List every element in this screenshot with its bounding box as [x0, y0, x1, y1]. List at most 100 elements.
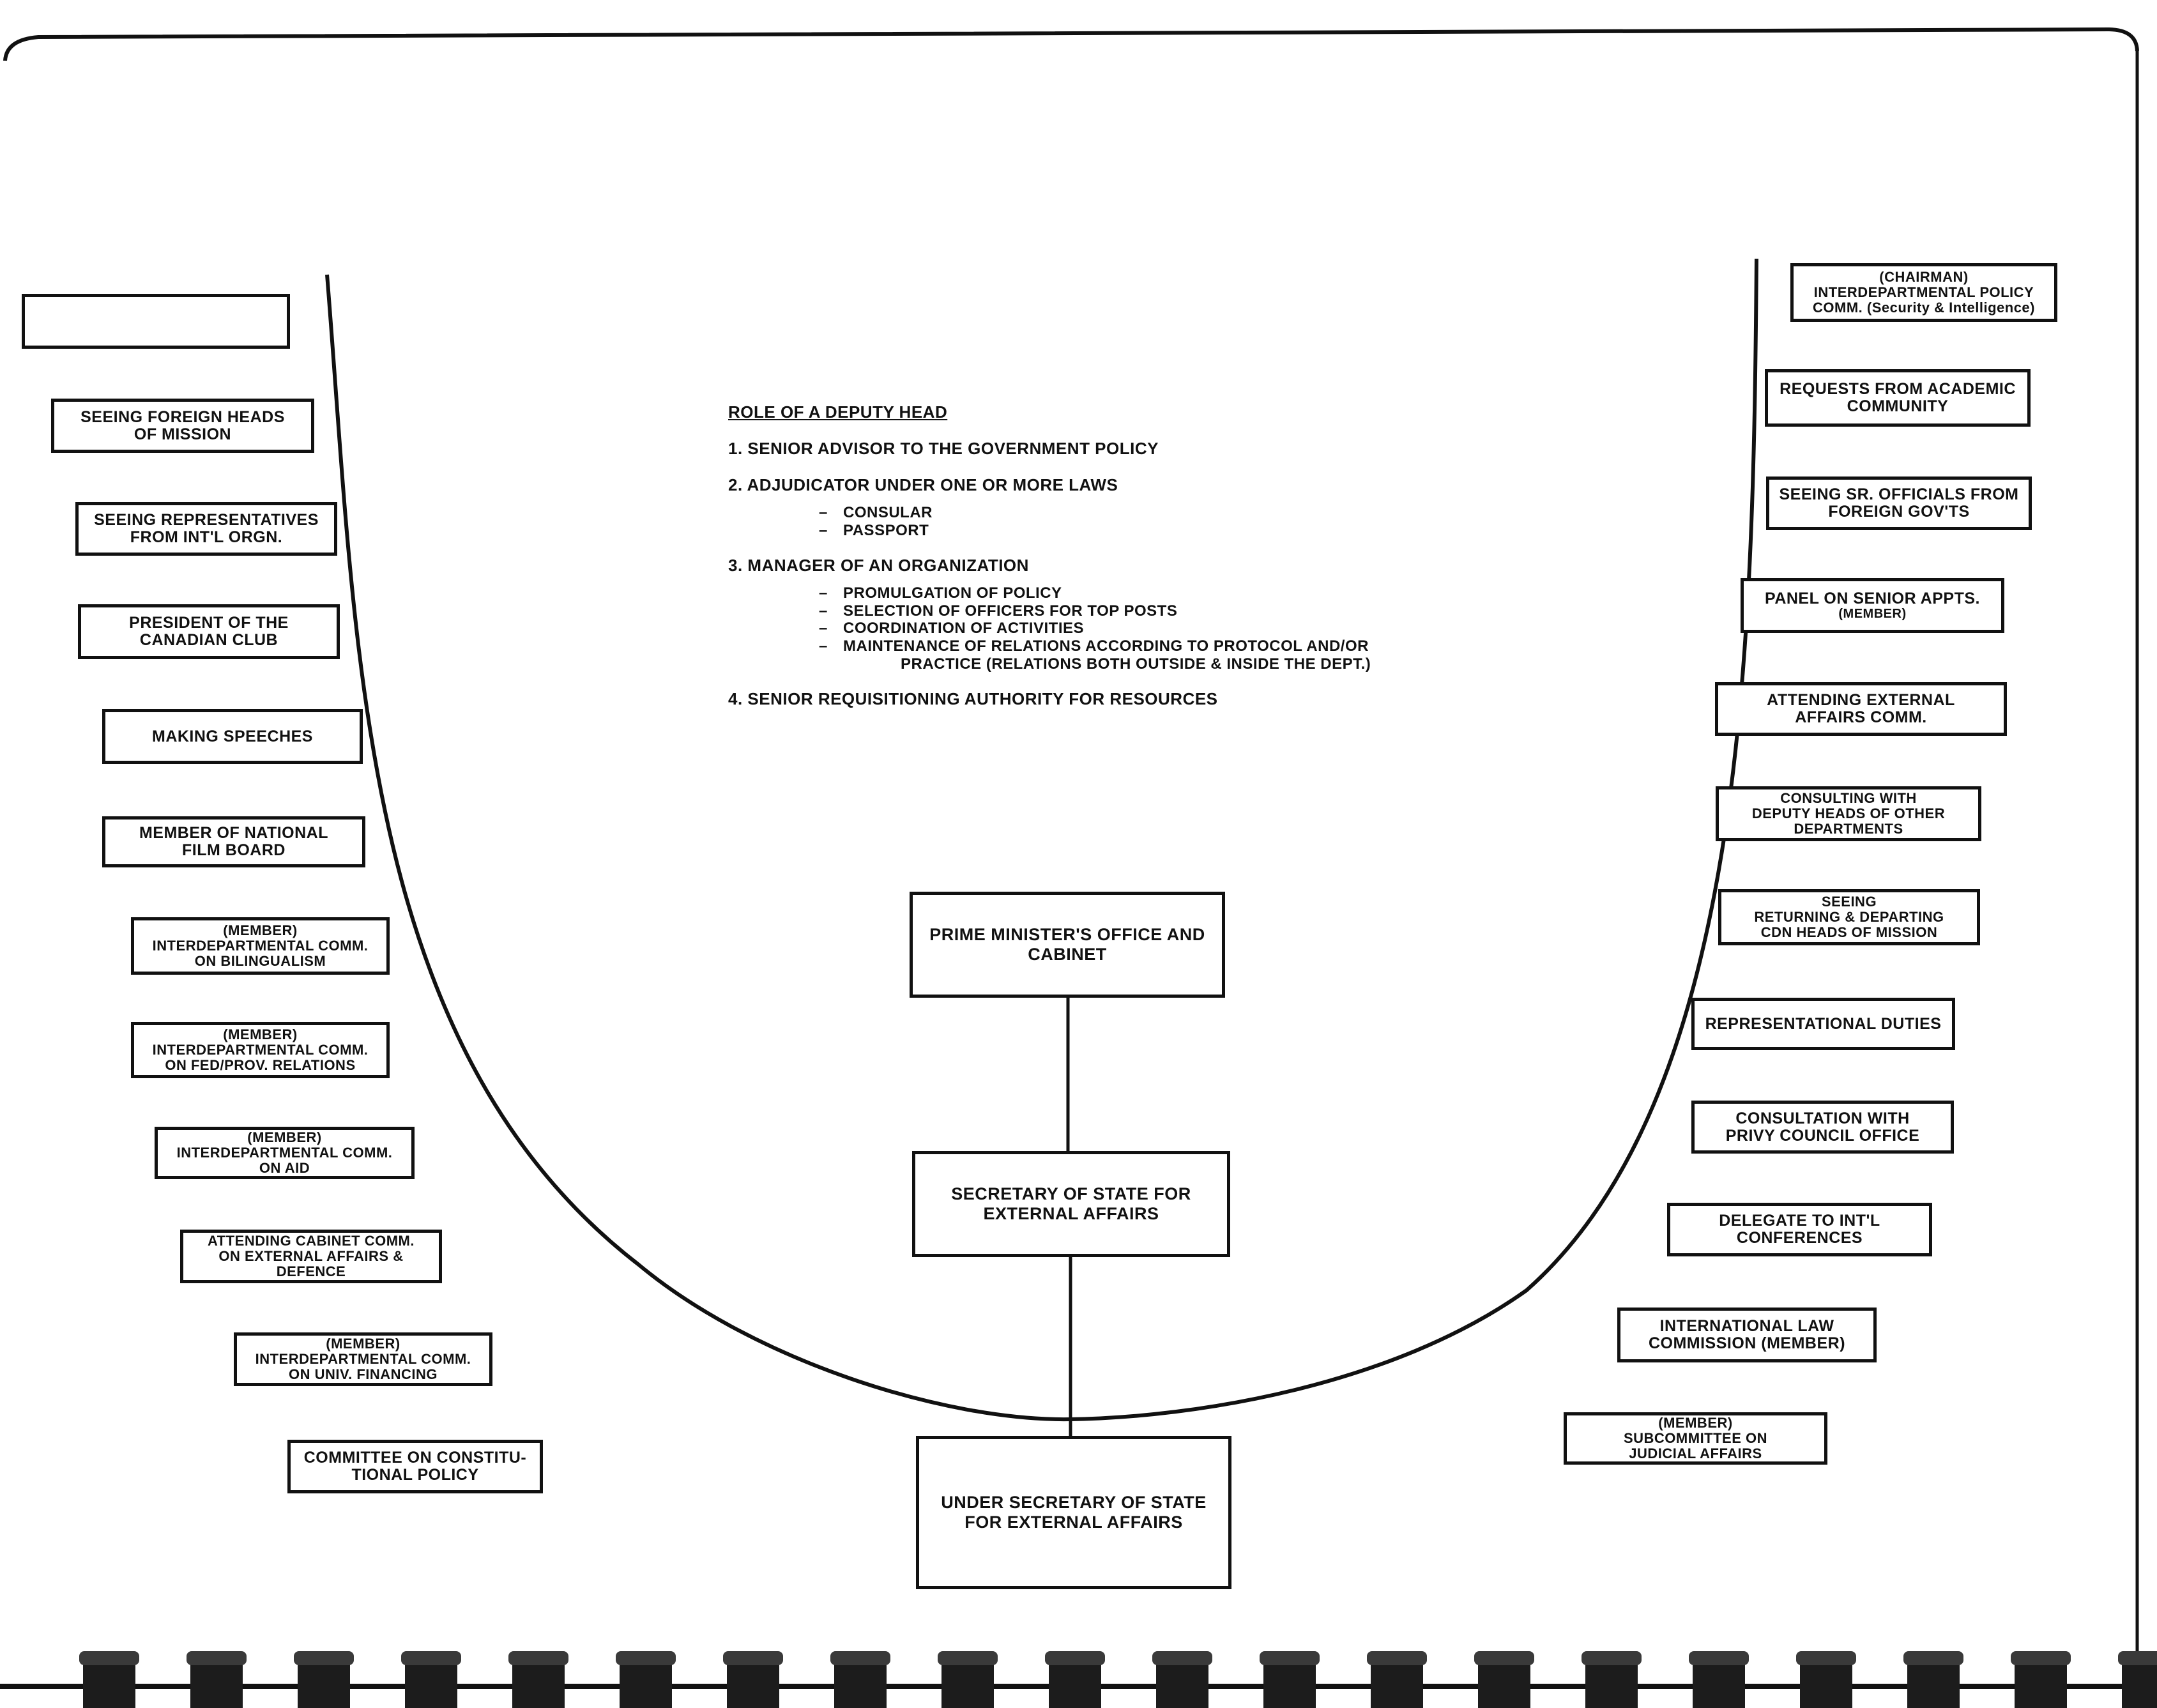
box-line: COMM. (Security & Intelligence) [1813, 299, 2035, 316]
box-line: CANADIAN CLUB [139, 631, 278, 649]
box-line: (CHAIRMAN) [1879, 269, 1969, 286]
box-line: OF MISSION [133, 425, 232, 443]
binder-ring [616, 1651, 676, 1708]
box-line: SEEING FOREIGN HEADS [80, 408, 285, 426]
role-title: ROLE OF A DEPUTY HEAD [728, 402, 948, 422]
right-box-interdepartmental-policy: (CHAIRMAN) INTERDEPARTMENTAL POLICY COMM… [1790, 263, 2057, 322]
box-line: SEEING REPRESENTATIVES [94, 511, 319, 529]
left-box-cabinet-comm: ATTENDING CABINET COMM. ON EXTERNAL AFFA… [180, 1230, 442, 1283]
box-line: SEEING SR. OFFICIALS FROM [1779, 485, 2019, 503]
role-item-4: 4. SENIOR REQUISITIONING AUTHORITY FOR R… [728, 689, 1218, 709]
left-box-seeing-foreign-heads: SEEING FOREIGN HEADS OF MISSION [51, 399, 314, 453]
box-line: ON FED/PROV. RELATIONS [165, 1056, 356, 1073]
binder-ring [1689, 1651, 1749, 1708]
box-line: DEPUTY HEADS OF OTHER [1751, 805, 1946, 822]
box-line: SUBCOMMITTEE ON [1623, 1430, 1768, 1447]
box-line: FOR EXTERNAL AFFAIRS [964, 1513, 1183, 1532]
right-box-panel-senior-appts: PANEL ON SENIOR APPTS. (MEMBER) [1741, 578, 2004, 633]
right-box-representational-duties: REPRESENTATIONAL DUTIES [1691, 998, 1955, 1050]
box-line: MAKING SPEECHES [152, 727, 313, 745]
right-box-academic-community: REQUESTS FROM ACADEMIC COMMUNITY [1765, 369, 2031, 427]
box-line: (MEMBER) [1658, 1415, 1733, 1431]
binder-ring [79, 1651, 139, 1708]
box-line: RETURNING & DEPARTING [1754, 909, 1944, 926]
role-item-3: 3. MANAGER OF AN ORGANIZATION [728, 556, 1029, 576]
box-line: PRIME MINISTER'S OFFICE AND [929, 924, 1205, 944]
box-line: JUDICIAL AFFAIRS [1629, 1445, 1762, 1461]
box-line: PRIVY COUNCIL OFFICE [1725, 1126, 1920, 1145]
box-line: INTERDEPARTMENTAL COMM. [176, 1145, 393, 1161]
box-line: INTERNATIONAL LAW [1659, 1317, 1834, 1335]
box-line: CDN HEADS OF MISSION [1760, 924, 1938, 940]
box-line: SECRETARY OF STATE FOR [951, 1184, 1191, 1203]
box-line: PANEL ON SENIOR APPTS. [1765, 589, 1980, 607]
left-box-comm-univ-financing: (MEMBER) INTERDEPARTMENTAL COMM. ON UNIV… [234, 1332, 492, 1386]
left-box-canadian-club: PRESIDENT OF THE CANADIAN CLUB [78, 604, 340, 659]
binder-ring [2118, 1651, 2157, 1708]
box-line: INTERDEPARTMENTAL COMM. [255, 1351, 471, 1368]
box-line: MEMBER OF NATIONAL [139, 824, 328, 842]
left-box-making-speeches: MAKING SPEECHES [102, 709, 363, 764]
role-sub-item: PROMULGATION OF POLICY [819, 584, 1482, 602]
box-line: INTERDEPARTMENTAL COMM. [152, 1042, 369, 1058]
empty-box [22, 294, 290, 349]
box-line: CONSULTING WITH [1780, 790, 1917, 807]
box-line: COMMISSION (MEMBER) [1648, 1334, 1846, 1352]
box-line: ON BILINGUALISM [194, 952, 326, 969]
sheet-top-border [3, 27, 2139, 61]
box-line: (MEMBER) [1838, 606, 1907, 621]
role-sub-item: CONSULAR [819, 504, 1482, 522]
role-of-deputy-head: ROLE OF A DEPUTY HEAD 1. SENIOR ADVISOR … [728, 402, 1482, 709]
box-line: FOREIGN GOV'TS [1828, 503, 1970, 521]
role-sub-item: PRACTICE (RELATIONS BOTH OUTSIDE & INSID… [901, 655, 1371, 673]
box-line: FILM BOARD [182, 841, 286, 859]
role-item-2-subs: CONSULAR PASSPORT [819, 504, 1482, 540]
box-line: DELEGATE TO INT'L [1719, 1212, 1880, 1230]
box-line: FROM INT'L ORGN. [130, 528, 283, 546]
binder-ring [1474, 1651, 1534, 1708]
box-line: EXTERNAL AFFAIRS [983, 1204, 1159, 1223]
box-line: SEEING [1821, 894, 1877, 910]
right-box-privy-council: CONSULTATION WITH PRIVY COUNCIL OFFICE [1691, 1101, 1954, 1154]
binder-ring [2011, 1651, 2071, 1708]
box-line: REPRESENTATIONAL DUTIES [1705, 1014, 1942, 1033]
box-line: PRESIDENT OF THE [129, 614, 289, 632]
left-box-comm-bilingualism: (MEMBER) INTERDEPARTMENTAL COMM. ON BILI… [131, 917, 390, 975]
binder-ring [723, 1651, 783, 1708]
box-line: (MEMBER) [223, 922, 298, 939]
box-line: TIONAL POLICY [351, 1466, 479, 1484]
binder-ring [1582, 1651, 1642, 1708]
role-sub-item: PASSPORT [819, 522, 1482, 540]
box-line: AFFAIRS COMM. [1795, 708, 1927, 726]
box-line: REQUESTS FROM ACADEMIC [1780, 380, 2016, 398]
box-line: INTERDEPARTMENTAL COMM. [152, 938, 369, 954]
box-line: (MEMBER) [223, 1026, 298, 1043]
right-box-intl-conferences: DELEGATE TO INT'L CONFERENCES [1667, 1203, 1932, 1256]
box-line: ATTENDING EXTERNAL [1767, 691, 1955, 709]
right-box-external-affairs-comm: ATTENDING EXTERNAL AFFAIRS COMM. [1715, 682, 2007, 736]
binder-ring [1796, 1651, 1856, 1708]
box-line: (MEMBER) [326, 1336, 400, 1352]
binder-ring [1045, 1651, 1105, 1708]
right-box-judicial-affairs: (MEMBER) SUBCOMMITTEE ON JUDICIAL AFFAIR… [1564, 1412, 1827, 1465]
binder-ring [938, 1651, 998, 1708]
binder-ring [1152, 1651, 1212, 1708]
left-box-constitutional-policy: COMMITTEE ON CONSTITU- TIONAL POLICY [287, 1440, 543, 1493]
box-line: ON UNIV. FINANCING [288, 1366, 438, 1382]
box-secretary-of-state: SECRETARY OF STATE FOR EXTERNAL AFFAIRS [912, 1151, 1230, 1257]
role-sub-item: COORDINATION OF ACTIVITIES [819, 620, 1482, 637]
role-item-3-subs: PROMULGATION OF POLICY SELECTION OF OFFI… [819, 584, 1482, 673]
binder-ring [401, 1651, 461, 1708]
box-prime-ministers-office: PRIME MINISTER'S OFFICE AND CABINET [910, 892, 1225, 998]
right-box-cdn-heads-of-mission: SEEING RETURNING & DEPARTING CDN HEADS O… [1718, 889, 1980, 945]
box-line: (MEMBER) [247, 1129, 322, 1146]
binder-ring [830, 1651, 890, 1708]
role-sub-item: SELECTION OF OFFICERS FOR TOP POSTS [819, 602, 1482, 620]
box-line: DEFENCE [276, 1263, 346, 1279]
box-line: COMMUNITY [1847, 397, 1949, 415]
binder-ring [294, 1651, 354, 1708]
right-box-sr-officials: SEEING SR. OFFICIALS FROM FOREIGN GOV'TS [1766, 477, 2032, 530]
left-box-comm-fed-prov: (MEMBER) INTERDEPARTMENTAL COMM. ON FED/… [131, 1022, 390, 1078]
left-box-national-film-board: MEMBER OF NATIONAL FILM BOARD [102, 816, 365, 867]
